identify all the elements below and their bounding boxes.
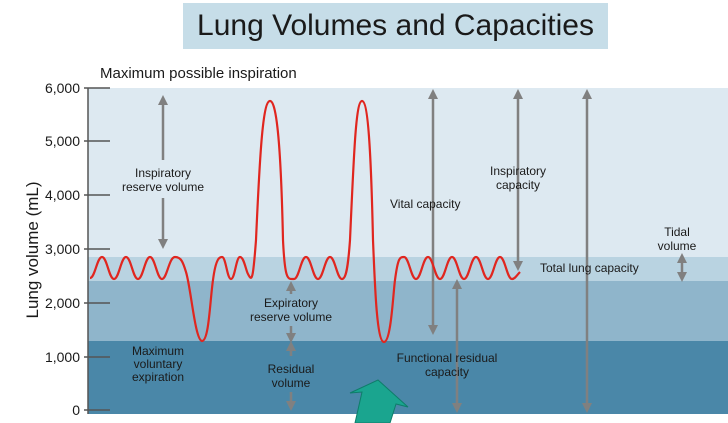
label-ic-line1: Inspiratory bbox=[490, 164, 546, 178]
label-total-lung-capacity: Total lung capacity bbox=[540, 261, 639, 275]
zone-residual bbox=[88, 341, 728, 414]
label-rv-line2: volume bbox=[272, 376, 311, 390]
y-tick-2000: 2,000 bbox=[45, 295, 80, 311]
page-title: Lung Volumes and Capacities bbox=[197, 9, 594, 42]
y-tick-3000: 3,000 bbox=[45, 241, 80, 257]
label-tv-line1: Tidal bbox=[664, 225, 690, 239]
zone-inspiratory-reserve bbox=[88, 88, 728, 257]
y-tick-4000: 4,000 bbox=[45, 187, 80, 203]
label-irv-line2: reserve volume bbox=[122, 180, 204, 194]
y-tick-1000: 1,000 bbox=[45, 349, 80, 365]
title-banner: Lung Volumes and Capacities bbox=[183, 3, 608, 49]
label-frc-line2: capacity bbox=[425, 365, 469, 379]
y-tick-6000: 6,000 bbox=[45, 80, 80, 96]
y-tick-0: 0 bbox=[72, 402, 80, 418]
label-mve-line2: voluntary bbox=[134, 357, 183, 371]
label-erv-line1: Expiratory bbox=[264, 296, 318, 310]
y-axis-label: Lung volume (mL) bbox=[23, 181, 42, 318]
label-max-inspiration: Maximum possible inspiration bbox=[100, 65, 297, 82]
pointer-cursor-icon bbox=[349, 379, 409, 423]
zone-expiratory-reserve bbox=[88, 281, 728, 341]
label-irv-line1: Inspiratory bbox=[135, 166, 191, 180]
label-tv-line2: volume bbox=[658, 239, 697, 253]
label-mve-line1: Maximum bbox=[132, 344, 184, 358]
label-ic-line2: capacity bbox=[496, 178, 540, 192]
label-erv-line2: reserve volume bbox=[250, 310, 332, 324]
y-axis-ticks bbox=[84, 87, 110, 411]
breathing-trace bbox=[89, 99, 521, 344]
label-frc-line1: Functional residual bbox=[397, 351, 498, 365]
label-mve-line3: expiration bbox=[132, 370, 184, 384]
label-rv-line1: Residual bbox=[268, 362, 315, 376]
label-vital-capacity: Vital capacity bbox=[390, 197, 460, 211]
y-tick-5000: 5,000 bbox=[45, 133, 80, 149]
